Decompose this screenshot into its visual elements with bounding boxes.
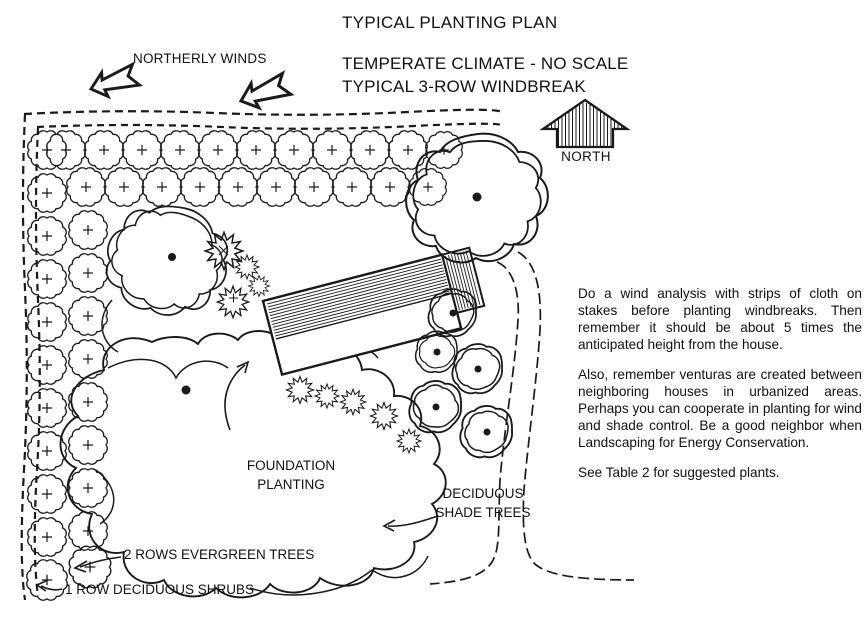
spiky-shrubs-upper (204, 231, 270, 319)
wind-arrow-icons (88, 61, 295, 111)
foundation-planting-label: FOUNDATION PLANTING (246, 458, 336, 492)
evergreen-row-top (46, 130, 463, 207)
evergreen-trees-label: 2 ROWS EVERGREEN TREES (124, 547, 315, 562)
page-title: TYPICAL PLANTING PLAN (342, 13, 558, 32)
subtitle-windbreak: TYPICAL 3-ROW WINDBREAK (342, 77, 586, 96)
notes-block: Do a wind analysis with strips of cloth … (578, 285, 862, 494)
note-paragraph-wind-analysis: Do a wind analysis with strips of cloth … (578, 286, 862, 352)
northerly-winds-label: NORTHERLY WINDS (133, 51, 267, 66)
north-arrow-icon (539, 98, 631, 149)
evergreen-col-left (26, 130, 112, 601)
subtitle-climate: TEMPERATE CLIMATE - NO SCALE (342, 54, 629, 73)
driveway-path (429, 251, 635, 585)
note-paragraph-table: See Table 2 for suggested plants. (578, 465, 780, 480)
bush-cluster (405, 285, 513, 459)
spiky-hedge-house (285, 375, 422, 454)
note-paragraph-venturas: Also, remember venturas are created betw… (578, 367, 862, 450)
deciduous-shrubs-label: 1 ROW DECIDUOUS SHRUBS (65, 582, 255, 597)
shade-tree-upper-left (92, 188, 243, 332)
shade-tree-top-right (404, 130, 550, 266)
house (261, 246, 486, 377)
label-arrows (35, 360, 439, 592)
shrub-border (20, 108, 504, 601)
north-label: NORTH (561, 149, 611, 164)
deciduous-shade-trees-label: DECIDUOUS SHADE TREES (435, 486, 531, 520)
